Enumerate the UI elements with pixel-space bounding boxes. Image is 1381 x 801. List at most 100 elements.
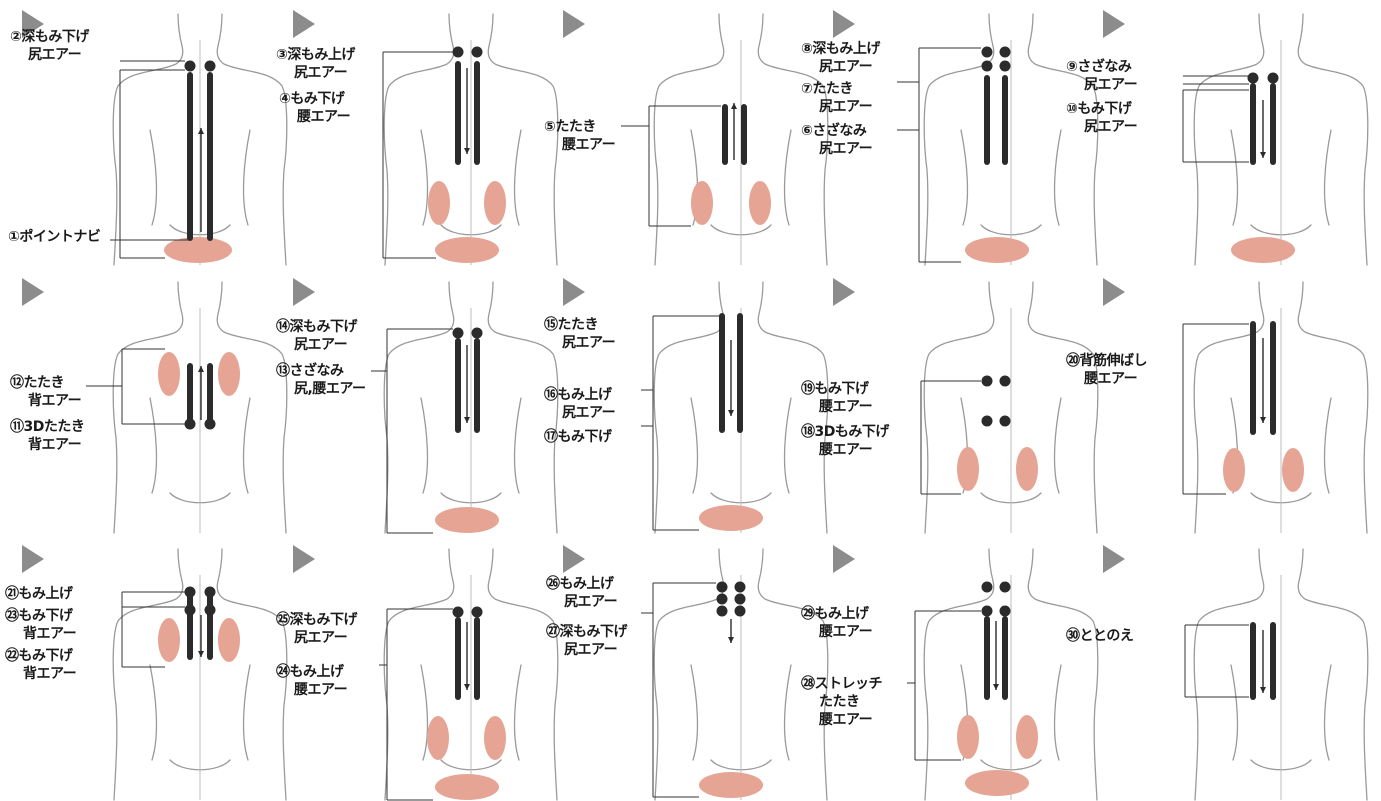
step-panel: ㉚ととのえ [1081,535,1348,800]
step-label-title: ㉓もみ下げ [5,607,76,625]
step-label-subtitle: たたき [801,693,882,711]
step-label: ③深もみ上げ尻エアー [276,46,355,82]
step-label-subtitle: 背エアー [10,436,84,454]
step-label-subtitle: 尻エアー [276,629,357,647]
step-label-subtitle: 腰エアー [801,711,882,729]
step-label: ㉗深もみ下げ尻エアー [546,623,627,659]
play-icon [563,278,585,306]
step-label-subtitle: 腰エアー [279,108,350,126]
step-label-subtitle: 尻エアー [801,140,872,158]
play-icon [293,545,315,573]
arrow-head [728,410,734,416]
step-panel: ㉕深もみ下げ尻エアー㉔もみ上げ腰エアー [271,535,538,800]
step-panel: ⑳背筋伸ばし腰エアー [1081,268,1348,533]
air-bag [965,770,1029,796]
roller-ball [453,47,464,58]
roller-ball [1000,376,1011,387]
step-label-title: ⑲もみ下げ [801,380,872,398]
step-label-subtitle: 背エアー [5,625,76,643]
step-label: ⑦たたき尻エアー [801,80,872,116]
arrow-head [731,103,737,109]
air-bag [435,237,499,263]
arrow-head [198,366,204,372]
arrow-head [1260,417,1266,423]
air-bag [699,505,763,531]
step-label-subtitle: 尻エアー [276,336,357,354]
play-icon [833,278,855,306]
air-bag [428,181,450,225]
step-label-subtitle: 尻エアー [544,334,615,352]
step-label-subtitle: 腰エアー [801,441,889,459]
air-bag [1016,715,1038,759]
step-label: ⑲もみ下げ腰エアー [801,380,872,416]
step-label-subtitle: 尻エアー [546,593,617,611]
play-icon [833,545,855,573]
roller-ball [185,587,196,598]
air-bag [218,618,240,662]
step-label-title: ⑥さざなみ [801,122,872,140]
step-label: ⑯もみ上げ尻エアー [544,386,615,422]
air-bag [1223,448,1245,492]
step-label-subtitle: 腰エアー [801,623,872,641]
roller-ball [982,582,993,593]
air-bag [158,618,180,662]
step-label: ⑮たたき尻エアー [544,316,615,352]
step-label-subtitle: 腰エアー [801,398,872,416]
step-label-subtitle: 背エアー [5,665,76,683]
air-bag [435,774,499,800]
step-panel: ⑮たたき尻エアー ⑯もみ上げ尻エアー ⑰もみ下げ [541,268,808,533]
roller-ball [472,607,483,618]
step-label-subtitle: 尻エアー [10,46,89,64]
play-icon [22,545,44,573]
air-bag [1231,237,1295,263]
step-label-subtitle: 腰エアー [1066,370,1147,388]
step-label: ⑭深もみ下げ尻エアー [276,318,357,354]
air-bag [427,716,449,760]
air-bag [484,181,506,225]
step-label-title: ㉗深もみ下げ [546,623,627,641]
step-panel: ㉖もみ上げ尻エアー㉗深もみ下げ尻エアー [541,535,808,800]
step-label-title: ②深もみ下げ [10,28,89,46]
roller-ball [1268,73,1279,84]
step-label-subtitle: 尻,腰エアー [276,380,365,398]
step-label-title: ⑪3Dたたき [10,418,84,436]
step-label-subtitle: 背エアー [10,392,81,410]
arrow-head [993,684,999,690]
arrow-head [198,128,204,134]
step-label: ⑫たたき背エアー [10,374,81,410]
step-label-title: ㉘ストレッチ [801,675,882,693]
arrow-head [1260,152,1266,158]
step-label: ⑥さざなみ尻エアー [801,122,872,158]
play-icon [22,278,44,306]
step-label-title: ⑤たたき [544,118,615,136]
step-label: ㉒もみ下げ背エアー [5,647,76,683]
arrow-head [464,148,470,154]
air-bag [691,181,713,225]
roller-ball [205,605,216,616]
body-figure [811,535,1078,800]
roller-ball [1000,61,1011,72]
air-bag [699,772,763,798]
play-icon [1103,545,1125,573]
roller-ball [735,594,746,605]
step-label: ⑱3Dもみ下げ腰エアー [801,423,889,459]
step-label-title: ⑰もみ下げ [544,428,612,446]
play-icon [293,10,315,38]
roller-ball [205,419,216,430]
step-label-subtitle: 尻エアー [801,58,880,76]
step-label-title: ⑨さざなみ [1066,58,1137,76]
body-figure [1081,535,1348,800]
step-label-title: ㉖もみ上げ [546,575,617,593]
arrow-head [198,651,204,657]
step-label-title: ㉔もみ上げ [276,663,347,681]
step-label-title: ㉙もみ上げ [801,605,872,623]
step-label: ㉘ストレッチたたき腰エアー [801,675,882,729]
step-label-title: ⑧深もみ上げ [801,40,880,58]
air-bag [965,237,1029,263]
roller-ball [717,594,728,605]
step-panel: ③深もみ上げ尻エアー④もみ下げ腰エアー [271,0,538,265]
step-label-title: ⑦たたき [801,80,872,98]
step-label: ⑪3Dたたき背エアー [10,418,84,454]
air-bag [158,352,180,396]
roller-ball [205,61,216,72]
